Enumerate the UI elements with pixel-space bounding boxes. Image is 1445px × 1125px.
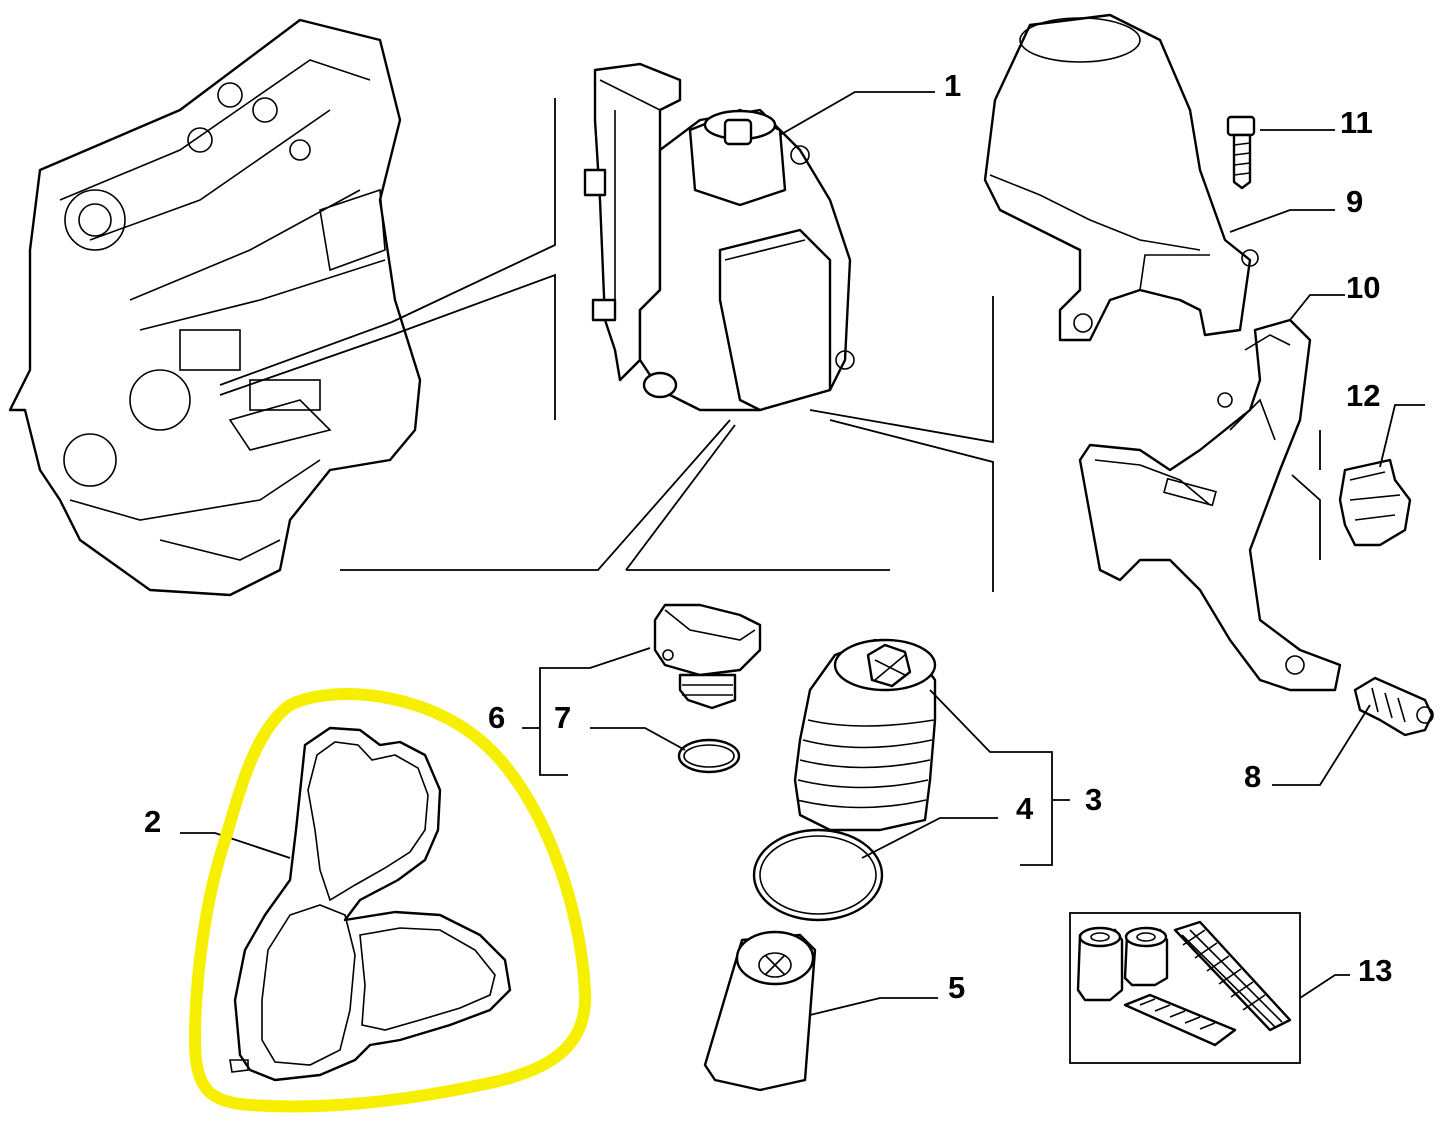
bracket-10 (1078, 294, 1345, 692)
o-ring-7 (590, 727, 741, 774)
callout-6: 6 (488, 700, 505, 735)
callout-9: 9 (1346, 184, 1363, 219)
oil-filter-housing (583, 62, 935, 412)
oil-filler-cap (522, 603, 762, 776)
heat-shield (983, 13, 1335, 342)
filter-cover-4 (793, 638, 1070, 866)
oil-filter-element (703, 930, 938, 1092)
callout-7: 7 (554, 700, 571, 735)
housing-gasket (180, 726, 512, 1082)
highlight-outline (189, 688, 592, 1113)
callout-labels: 1 2 3 4 5 6 7 8 9 10 11 12 13 (144, 68, 1392, 1005)
callout-8: 8 (1244, 759, 1261, 794)
callout-2: 2 (144, 804, 161, 839)
guide-lines (340, 98, 994, 592)
callout-12: 12 (1346, 378, 1380, 413)
engine-block (8, 18, 422, 597)
callout-13: 13 (1358, 953, 1392, 988)
clip-12 (1338, 404, 1425, 547)
callout-4: 4 (1016, 791, 1034, 826)
callout-5: 5 (948, 970, 965, 1005)
callout-3: 3 (1085, 782, 1102, 817)
callout-1: 1 (944, 68, 961, 103)
bolt-8 (1272, 676, 1434, 786)
callout-10: 10 (1346, 270, 1380, 305)
callout-11: 11 (1340, 105, 1373, 140)
service-kit-box (1069, 912, 1350, 1064)
o-ring-large (752, 817, 998, 922)
bolt-11 (1226, 115, 1335, 190)
